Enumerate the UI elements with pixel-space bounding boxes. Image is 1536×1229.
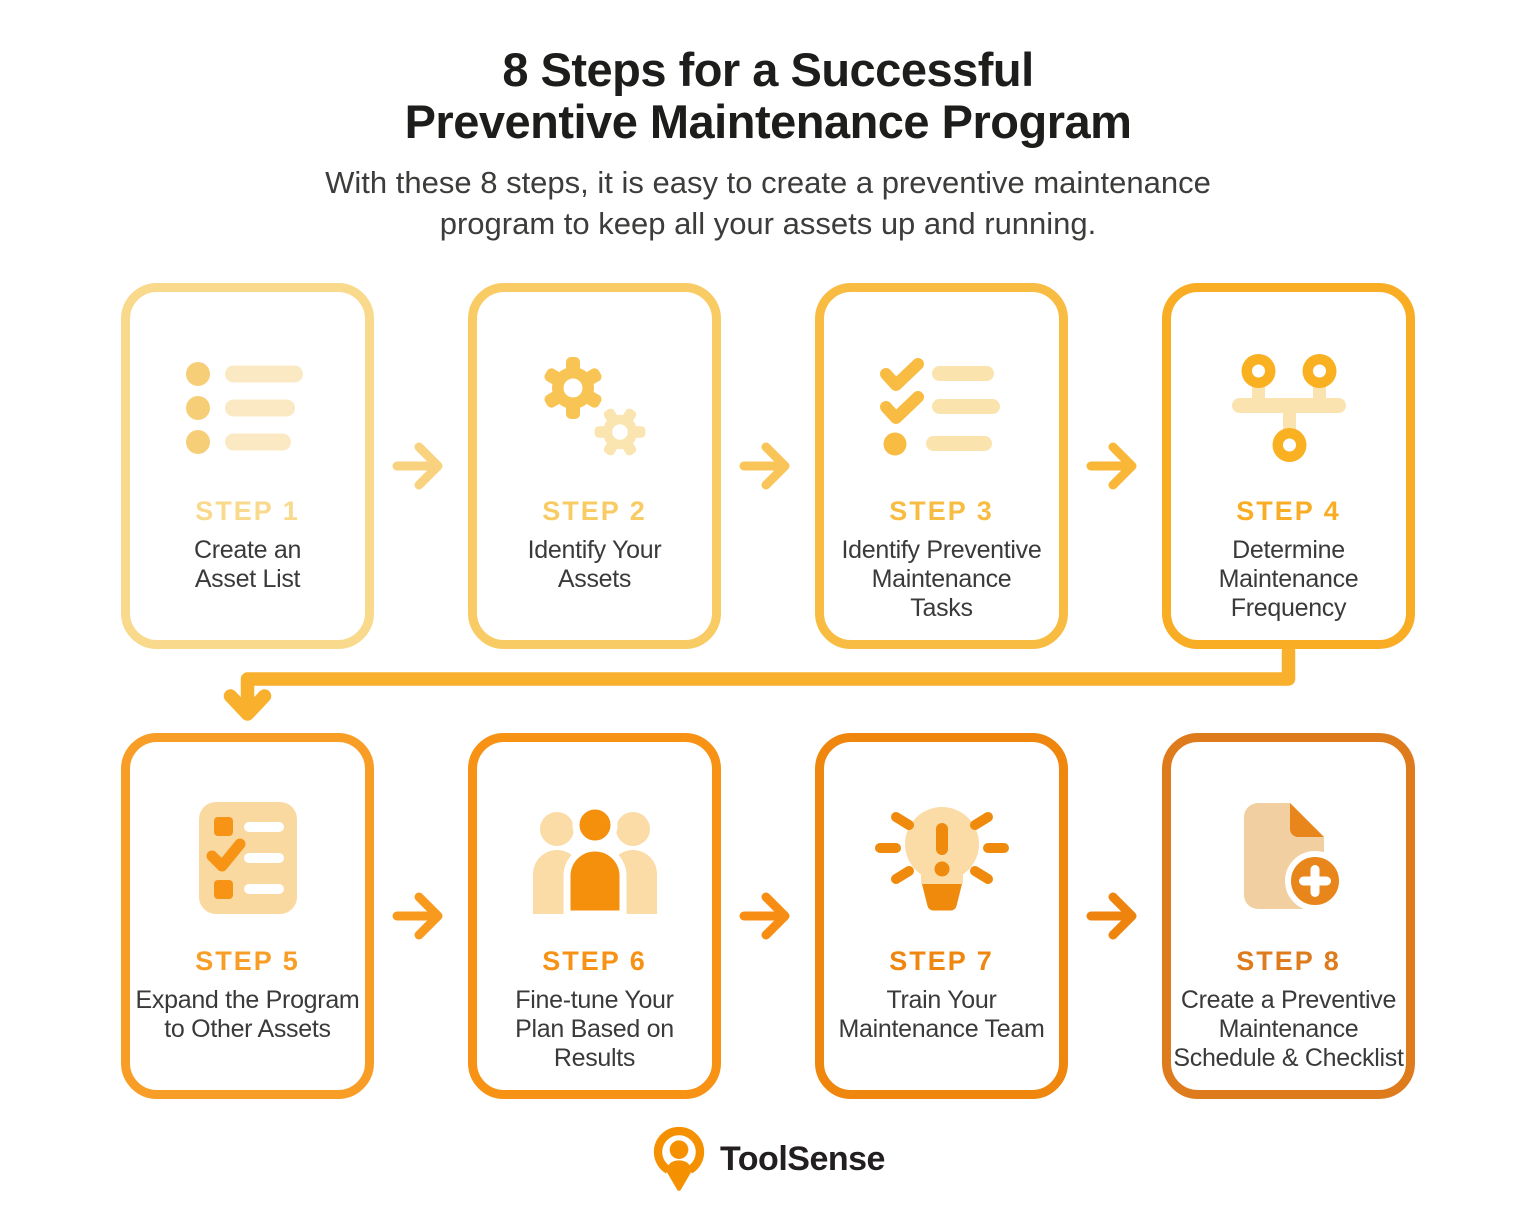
arrow-right-icon xyxy=(1086,892,1137,940)
brand-pin-icon xyxy=(653,1127,705,1192)
bulleted-list-icon xyxy=(185,362,303,455)
page-subtitle: With these 8 steps, it is easy to create… xyxy=(325,165,1211,242)
lightbulb-alert-icon xyxy=(874,807,1009,911)
wrap-connector xyxy=(121,649,1415,733)
arrow-right-icon xyxy=(392,442,443,490)
step-6-name: Fine-tune Your Plan Based on Results xyxy=(515,986,674,1073)
step-6-card: STEP 6 Fine-tune Your Plan Based on Resu… xyxy=(468,733,721,1100)
step-3-label: STEP 3 xyxy=(889,496,994,527)
step-4-label: STEP 4 xyxy=(1236,496,1341,527)
step-5-label: STEP 5 xyxy=(195,946,300,977)
step-1-card: STEP 1 Create an Asset List xyxy=(121,283,374,650)
arrow-right-icon xyxy=(392,892,443,940)
step-6-label: STEP 6 xyxy=(542,946,647,977)
task-list-icon xyxy=(198,802,297,915)
step-2-card: STEP 2 Identify Your Assets xyxy=(468,283,721,650)
arrow-right-icon xyxy=(1086,442,1137,490)
brand-logo: ToolSense xyxy=(0,1125,1536,1193)
header: 8 Steps for a Successful Preventive Main… xyxy=(0,0,1536,245)
gears-icon xyxy=(543,357,645,456)
step-2-label: STEP 2 xyxy=(542,496,647,527)
step-4-name: Determine Maintenance Frequency xyxy=(1218,536,1359,623)
document-add-icon xyxy=(1243,803,1345,912)
step-8-name: Create a Preventive Maintenance Schedule… xyxy=(1173,986,1404,1073)
flow-row-2: STEP 5 Expand the Program to Other Asset… xyxy=(121,733,1415,1100)
team-icon xyxy=(532,802,657,915)
step-7-card: STEP 7 Train Your Maintenance Team xyxy=(815,733,1068,1100)
step-3-name: Identify Preventive Maintenance Tasks xyxy=(841,536,1042,623)
page-title: 8 Steps for a Successful Preventive Main… xyxy=(404,43,1132,148)
flow-row-1: STEP 1 Create an Asset List xyxy=(121,283,1415,650)
step-5-card: STEP 5 Expand the Program to Other Asset… xyxy=(121,733,374,1100)
step-1-name: Create an Asset List xyxy=(193,536,302,594)
step-1-label: STEP 1 xyxy=(195,496,300,527)
checklist-icon xyxy=(879,358,1000,456)
step-3-card: STEP 3 Identify Preventive Maintenance T… xyxy=(815,283,1068,650)
steps-flow: STEP 1 Create an Asset List xyxy=(121,283,1415,1100)
step-5-name: Expand the Program to Other Assets xyxy=(135,986,360,1044)
step-2-name: Identify Your Assets xyxy=(527,536,662,594)
wrap-arrow-icon xyxy=(223,649,1296,721)
arrow-right-icon xyxy=(739,442,790,490)
brand-name: ToolSense xyxy=(720,1139,885,1178)
frequency-diagram-icon xyxy=(1231,354,1346,463)
step-7-label: STEP 7 xyxy=(889,946,994,977)
step-8-label: STEP 8 xyxy=(1236,946,1341,977)
arrow-right-icon xyxy=(739,892,790,940)
step-4-card: STEP 4 Determine Maintenance Frequency xyxy=(1162,283,1415,650)
step-8-card: STEP 8 Create a Preventive Maintenance S… xyxy=(1162,733,1415,1100)
step-7-name: Train Your Maintenance Team xyxy=(838,986,1045,1044)
